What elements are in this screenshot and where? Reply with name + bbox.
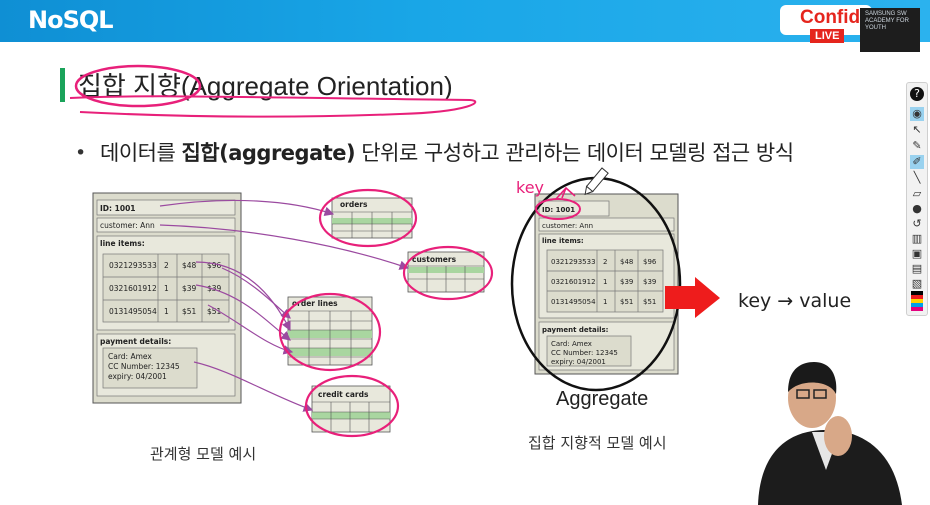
line-icon[interactable]: ╲ — [913, 171, 921, 184]
left-cell: $39 — [207, 284, 222, 293]
samsung-academy-logo: SAMSUNG SW ACADEMY FOR YOUTH — [860, 8, 920, 52]
right-cell: $96 — [643, 258, 657, 266]
left-cell: 1 — [164, 284, 169, 293]
key-value-label: key → value — [738, 290, 851, 312]
bullet-emphasis: 집합(aggregate) — [181, 141, 356, 165]
key-pointer-annotation — [555, 186, 576, 200]
red-arrow — [665, 277, 720, 318]
left-aggregate-document — [92, 192, 242, 404]
table-title-order-lines: order lines — [292, 299, 338, 308]
nosql-logo: NoSQL — [28, 6, 114, 34]
left-cell: $48 — [182, 261, 197, 270]
table-title-customers: customers — [412, 255, 457, 264]
right-cell: 1 — [603, 278, 607, 286]
right-cell: 0321601912 — [551, 278, 596, 286]
right-cell: $39 — [620, 278, 633, 286]
annotation-toolbar: ? ◉ ↖ ✎ ✐ ╲ ▱ ● ↺ ▥ ▣ ▤ ▧ — [906, 82, 928, 316]
right-payment-line: expiry: 04/2001 — [551, 358, 606, 366]
right-customer: customer: Ann — [542, 222, 593, 230]
left-cell: $51 — [182, 307, 197, 316]
title-circle-annotation — [74, 64, 202, 108]
stamp-icon[interactable]: ▣ — [911, 247, 923, 260]
title-accent-bar — [60, 68, 65, 102]
right-payment-line: Card: Amex — [551, 340, 592, 348]
right-payment-line: CC Number: 12345 — [551, 349, 618, 357]
left-cell: $39 — [182, 284, 197, 293]
camera-icon[interactable]: ▤ — [911, 262, 923, 275]
aggregate-label: Aggregate — [556, 388, 648, 410]
right-line-items-label: line items: — [542, 237, 584, 245]
left-payment-line: expiry: 04/2001 — [108, 372, 167, 381]
left-cell: $51 — [207, 307, 222, 316]
right-id: ID: 1001 — [542, 206, 575, 214]
left-cell: 1 — [164, 307, 169, 316]
left-id: ID: 1001 — [100, 204, 136, 213]
right-cell: 2 — [603, 258, 607, 266]
left-cell: 0321601912 — [109, 284, 157, 293]
left-cell: 2 — [164, 261, 169, 270]
left-line-items-label: line items: — [100, 239, 145, 248]
pen-cursor-icon — [584, 167, 609, 196]
header-bar — [0, 0, 930, 42]
right-cell: $51 — [643, 298, 656, 306]
table-circle-annotations — [278, 188, 494, 438]
key-circle-annotation — [535, 198, 581, 220]
credit-cards-table — [311, 385, 391, 433]
left-diagram-caption: 관계형 모델 예시 — [150, 445, 257, 463]
customers-table — [407, 251, 485, 293]
right-cell: $48 — [620, 258, 633, 266]
orders-table — [331, 197, 413, 239]
right-cell: $51 — [620, 298, 633, 306]
bullet-marker: • — [75, 142, 87, 164]
relational-mapping-arrows — [159, 199, 410, 412]
eye-icon[interactable]: ◉ — [910, 107, 924, 121]
badge-text: Confide — [800, 7, 871, 28]
color-palette-icon[interactable] — [911, 291, 923, 311]
left-payment-line: Card: Amex — [108, 352, 152, 361]
right-diagram-caption: 집합 지향적 모델 예시 — [528, 434, 667, 452]
presenter-video — [745, 362, 930, 505]
eraser-icon[interactable]: ▱ — [912, 187, 922, 200]
bullet-text: 데이터를 집합(aggregate) 단위로 구성하고 관리하는 데이터 모델링… — [100, 141, 794, 165]
help-icon[interactable]: ? — [910, 87, 924, 101]
table-title-orders: orders — [340, 200, 368, 209]
right-cell: 0131495054 — [551, 298, 596, 306]
left-payment-label: payment details: — [100, 337, 171, 346]
trash-icon[interactable]: ▥ — [911, 232, 923, 245]
undo-icon[interactable]: ↺ — [912, 217, 922, 230]
right-cell: 0321293533 — [551, 258, 596, 266]
left-cell: 0131495054 — [109, 307, 157, 316]
left-payment-line: CC Number: 12345 — [108, 362, 180, 371]
clipboard-icon[interactable]: ▧ — [911, 277, 923, 290]
key-label: key — [516, 178, 544, 197]
right-payment-label: payment details: — [542, 326, 609, 334]
right-cell: $39 — [643, 278, 656, 286]
left-cell: $96 — [207, 261, 222, 270]
pen-icon[interactable]: ✎ — [912, 139, 922, 152]
cursor-icon[interactable]: ↖ — [912, 123, 922, 136]
right-aggregate-document — [534, 193, 679, 375]
order-lines-table — [287, 296, 373, 366]
dot-icon[interactable]: ● — [912, 202, 922, 215]
table-title-credit-cards: credit cards — [318, 390, 369, 399]
left-customer: customer: Ann — [100, 221, 155, 230]
live-label: LIVE — [810, 29, 845, 43]
confide-live-badge: Confide LIVE — [780, 5, 872, 43]
highlighter-icon[interactable]: ✐ — [910, 155, 924, 169]
left-cell: 0321293533 — [109, 261, 157, 270]
right-cell: 1 — [603, 298, 607, 306]
